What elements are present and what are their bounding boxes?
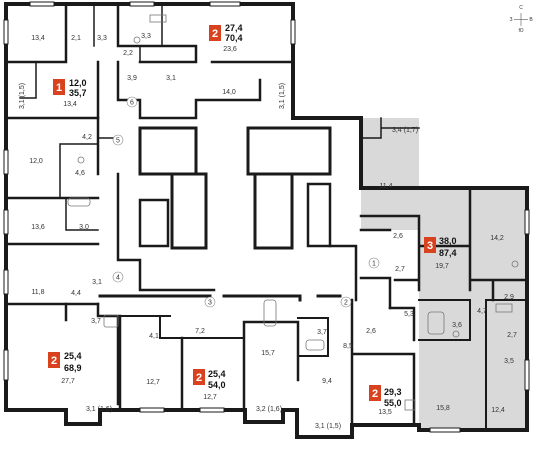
marker-4-label: 4: [116, 275, 120, 282]
marker-5: 5: [112, 134, 124, 146]
room-area-label: 3,2 (1,6): [256, 406, 282, 413]
room-area-label: 5,3: [404, 311, 414, 318]
room-area-label: 13,4: [63, 101, 77, 108]
room-area-label: 3,1 (1,5): [19, 83, 26, 109]
room-area-label: 2,1: [71, 35, 81, 42]
room-area-label: 4,4: [71, 290, 81, 297]
room-area-label: 4,1: [149, 333, 159, 340]
apartment-rooms: 2: [212, 28, 218, 40]
room-area-label: 2,6: [393, 233, 403, 240]
room-area-label: 12,0: [29, 158, 43, 165]
room-area-label: 8,5: [343, 343, 353, 350]
room-area-label: 3,7: [91, 318, 101, 325]
marker-1-label: 1: [372, 261, 376, 268]
apartment-rooms: 1: [56, 82, 62, 94]
apartment-rooms: 3: [427, 240, 433, 252]
room-area-label: 3,5: [504, 358, 514, 365]
markers: 5 6 4 3 2 1: [112, 96, 380, 308]
apartment-rooms: 2: [51, 355, 57, 367]
room-area-label: 2,2: [123, 50, 133, 57]
compass-east-label: В: [529, 17, 533, 23]
room-area-label: 3,0: [79, 224, 89, 231]
room-area-label: 3,6: [452, 322, 462, 329]
compass-north-label: С: [519, 5, 523, 11]
apartment-total-area: 35,7: [69, 88, 87, 98]
room-area-label: 15,7: [261, 350, 275, 357]
apartment-living-area: 25,4: [64, 351, 82, 361]
sanitary-fixtures: [67, 14, 519, 411]
marker-1: 1: [368, 257, 380, 269]
marker-4: 4: [112, 271, 124, 283]
room-area-label: 14,2: [490, 235, 504, 242]
apartment-total-area: 70,4: [225, 33, 243, 43]
highlighted-apartment: [361, 118, 527, 430]
room-area-label: 23,6: [223, 46, 237, 53]
apartment-living-area: 25,4: [208, 369, 226, 379]
room-area-label: 12,7: [203, 394, 217, 401]
marker-6: 6: [126, 96, 138, 108]
room-area-label: 14,0: [222, 89, 236, 96]
marker-2: 2: [340, 296, 352, 308]
room-area-label: 15,8: [436, 405, 450, 412]
room-area-label: 3,1: [92, 279, 102, 286]
room-area-label: 19,7: [435, 263, 449, 270]
marker-2-label: 2: [344, 300, 348, 307]
compass-south-label: Ю: [518, 28, 523, 34]
apartment-badge-1-room: 1 12,0 35,7: [53, 78, 87, 98]
marker-5-label: 5: [116, 138, 120, 145]
room-area-label: 12,7: [146, 379, 160, 386]
room-area-label: 3,1: [166, 75, 176, 82]
room-area-label: 2,7: [507, 332, 517, 339]
windows: [3, 1, 530, 433]
marker-3: 3: [204, 296, 216, 308]
room-area-label: 13,6: [31, 224, 45, 231]
apartment-rooms: 2: [372, 388, 378, 400]
compass-west-label: З: [509, 17, 512, 23]
apartment-badge-3-room: 3 38,0 87,4: [424, 236, 457, 258]
room-area-label: 12,4: [491, 407, 505, 414]
apartment-living-area: 27,4: [225, 23, 243, 33]
compass-rose: С В Ю З: [509, 5, 533, 34]
room-area-label: 13,5: [378, 409, 392, 416]
room-labels: 13,4 2,1 3,3 3,3 2,2 23,6 3,9 3,1 14,0 3…: [19, 33, 517, 430]
apartment-living-area: 12,0: [69, 78, 87, 88]
room-area-label: 3,4 (1,7): [392, 127, 418, 134]
apartment-total-area: 68,9: [64, 363, 82, 373]
apartment-total-area: 55,0: [384, 398, 402, 408]
apartment-rooms: 2: [196, 372, 202, 384]
room-area-label: 11,4: [379, 183, 392, 190]
room-area-label: 11,8: [31, 289, 44, 296]
room-area-label: 7,2: [195, 328, 205, 335]
apartment-badge-2-room-top: 2 27,4 70,4: [209, 23, 243, 43]
apartment-total-area: 87,4: [439, 248, 457, 258]
room-area-label: 9,4: [322, 378, 332, 385]
room-area-label: 2,9: [504, 294, 514, 301]
room-area-label: 3,3: [141, 33, 151, 40]
apartment-total-area: 54,0: [208, 380, 226, 390]
room-area-label: 3,7: [317, 329, 327, 336]
marker-6-label: 6: [130, 100, 134, 107]
apartment-badge-2-room-left: 2 25,4 68,9: [48, 351, 82, 373]
room-area-label: 4,2: [82, 134, 92, 141]
room-area-label: 2,7: [395, 266, 405, 273]
room-area-label: 4,6: [75, 170, 85, 177]
marker-3-label: 3: [208, 300, 212, 307]
room-area-label: 3,1 (1,5): [279, 83, 286, 109]
room-area-label: 3,1 (1,5): [315, 423, 341, 430]
apartment-living-area: 38,0: [439, 236, 457, 246]
apartment-badge-2-room-center: 2 25,4 54,0: [193, 369, 226, 390]
room-area-label: 4,7: [477, 308, 487, 315]
room-area-label: 3,3: [97, 35, 107, 42]
apartment-badge-2-room-right: 2 29,3 55,0: [369, 385, 402, 408]
room-area-label: 13,4: [31, 35, 45, 42]
room-area-label: 3,9: [127, 75, 137, 82]
apartment-badges: 2 27,4 70,4 1 12,0 35,7 3 38,0 87,4 2 25…: [48, 23, 457, 408]
room-area-label: 3,1 (1,6): [86, 406, 112, 413]
room-area-label: 2,6: [366, 328, 376, 335]
apartment-living-area: 29,3: [384, 387, 402, 397]
room-area-label: 27,7: [61, 378, 75, 385]
